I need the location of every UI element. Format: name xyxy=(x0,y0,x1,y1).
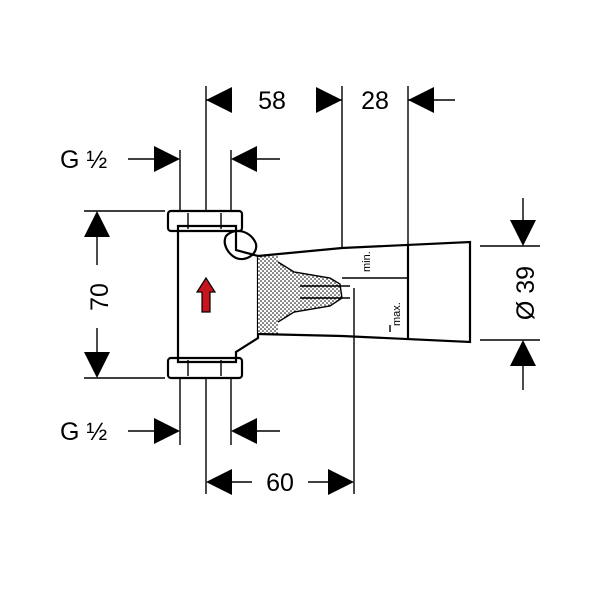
thread-top-label: G ½ xyxy=(60,146,107,174)
bottom-connector xyxy=(166,356,244,380)
thread-dimension-top: G ½ xyxy=(60,146,280,174)
dim-arrow-right xyxy=(328,469,354,495)
dim-arrow-up xyxy=(510,340,536,366)
dimension-60: 60 xyxy=(206,469,354,497)
dimension-70: 70 xyxy=(84,211,114,378)
dimension-60-label: 60 xyxy=(266,469,294,497)
dim-arrow-right xyxy=(154,146,180,172)
dimension-28-label: 28 xyxy=(361,87,389,115)
top-connector xyxy=(166,209,244,233)
dim-arrow-down xyxy=(84,352,110,378)
dim-arrow-right xyxy=(154,418,180,444)
dim-arrow-left xyxy=(231,146,257,172)
dim-arrow-left xyxy=(231,418,257,444)
dimension-58: 58 xyxy=(206,87,342,115)
flow-direction-arrow xyxy=(195,276,217,313)
dimension-70-label: 70 xyxy=(86,283,114,311)
extension-lines xyxy=(84,86,540,494)
depth-markers: min. max. xyxy=(361,251,403,332)
dim-arrow-up xyxy=(84,211,110,237)
flow-arrow-icon xyxy=(195,276,217,313)
dim-arrow-down xyxy=(510,220,536,246)
dim-arrow-left xyxy=(206,87,232,113)
dim-arrow-left xyxy=(408,87,434,113)
dim-arrow-right xyxy=(316,87,342,113)
sleeve xyxy=(257,240,472,344)
max-marker-label: max. xyxy=(391,302,403,326)
cartridge xyxy=(258,256,350,334)
dimension-58-label: 58 xyxy=(258,87,286,115)
dimension-28: 28 xyxy=(361,87,455,115)
thread-dimension-bottom: G ½ xyxy=(60,418,280,446)
diameter-label: Ø 39 xyxy=(512,266,540,320)
thread-bottom-label: G ½ xyxy=(60,418,107,446)
valve-body xyxy=(166,209,260,380)
min-marker-label: min. xyxy=(361,251,373,272)
dimension-diameter-39: Ø 39 xyxy=(510,198,540,390)
dim-arrow-left xyxy=(206,469,232,495)
